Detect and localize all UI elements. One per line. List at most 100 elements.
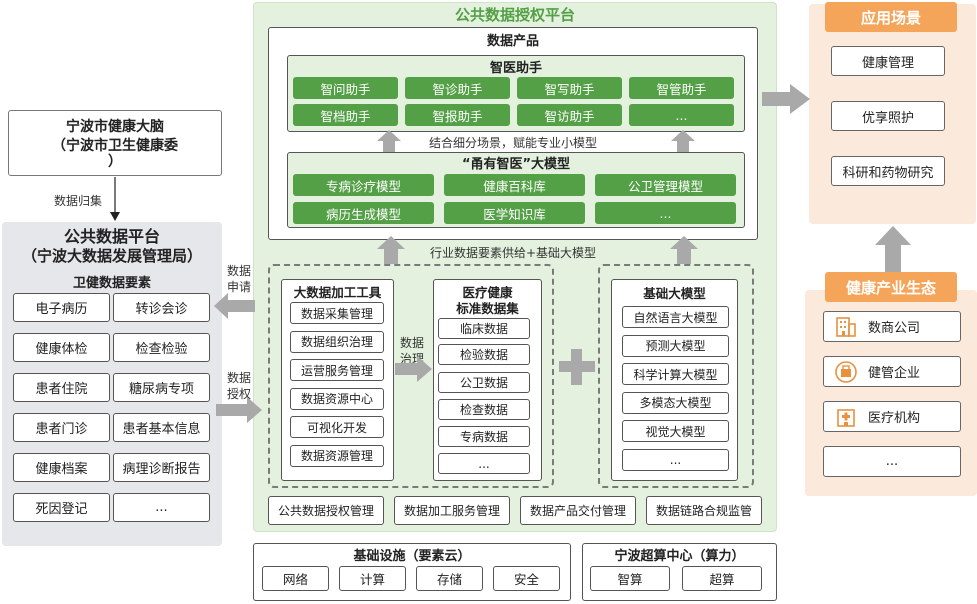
dataset-item: 专病数据 xyxy=(438,426,530,447)
infra-title: 基础设施（要素云） xyxy=(353,549,471,564)
scene-caption: 结合细分场景，赋能专业小模型 xyxy=(428,136,597,150)
eco-item-label: 健管企业 xyxy=(868,366,921,381)
assistant-item: 智管助手 xyxy=(629,77,734,99)
dataset-item: 临床数据 xyxy=(438,318,530,339)
health-brain-title: 宁波市健康大脑 xyxy=(66,119,164,135)
health-element-item: 健康体检 xyxy=(13,333,110,362)
assistant-item: 智档助手 xyxy=(293,104,398,126)
eco-item: 健管企业 xyxy=(823,356,961,387)
scene-title: 应用场景 xyxy=(825,2,957,32)
tools-title: 大数据加工工具 xyxy=(293,285,382,300)
base-model-item: 视觉大模型 xyxy=(622,420,729,442)
scene-item: 优享照护 xyxy=(831,101,945,131)
tool-item: 数据资源管理 xyxy=(290,444,384,467)
data-collect-label: 数据归集 xyxy=(54,194,103,208)
public-data-platform-title: 公共数据平台 xyxy=(63,227,160,246)
base-model-dashed-group xyxy=(598,264,754,488)
model-item: 健康百科库 xyxy=(444,174,585,196)
apply-label-1: 数据 xyxy=(227,264,252,278)
base-model-item: 自然语言大模型 xyxy=(622,306,729,328)
health-badge-icon xyxy=(834,360,858,384)
model-item: 医学知识库 xyxy=(444,202,585,224)
infra-item: 计算 xyxy=(339,566,406,591)
dataset-title-1: 医疗健康 xyxy=(462,285,513,300)
apply-label-2: 申请 xyxy=(227,280,252,294)
eco-item: 数商公司 xyxy=(823,311,961,342)
mgmt-item: 数据产品交付管理 xyxy=(520,496,636,525)
tool-item: 数据组织治理 xyxy=(290,330,384,353)
base-model-item: 科学计算大模型 xyxy=(622,363,729,385)
health-elements-title: 卫健数据要素 xyxy=(72,276,151,291)
model-item: 专病诊疗模型 xyxy=(293,174,434,196)
eco-item-label: 医疗机构 xyxy=(868,411,921,426)
public-data-platform-subtitle: （宁波大数据发展管理局） xyxy=(21,247,202,265)
tool-item: 可视化开发 xyxy=(290,416,384,438)
health-element-item: 电子病历 xyxy=(13,293,110,322)
health-element-item: 患者门诊 xyxy=(13,413,110,442)
infra-item: 存储 xyxy=(416,566,483,591)
scene-item: 科研和药物研究 xyxy=(831,156,945,186)
scene-item: 健康管理 xyxy=(831,46,945,76)
assistant-title: 智医助手 xyxy=(489,61,542,76)
data-product-title: 数据产品 xyxy=(486,34,539,49)
hospital-icon xyxy=(834,405,858,429)
mgmt-item: 数据链路合规监管 xyxy=(646,496,762,525)
base-model-item: 多模态大模型 xyxy=(622,391,729,414)
model-item: 公卫管理模型 xyxy=(595,174,736,196)
eco-item: ... xyxy=(823,446,961,477)
super-item: 智算 xyxy=(590,566,670,591)
building-icon xyxy=(834,315,858,339)
health-brain-subtitle-end: ） xyxy=(108,154,122,170)
dataset-item: 检验数据 xyxy=(438,344,530,365)
assistant-item: 智诊助手 xyxy=(405,77,510,99)
tool-item: 数据采集管理 xyxy=(290,302,384,324)
model-item: ... xyxy=(595,202,736,224)
infra-item: 网络 xyxy=(262,566,329,591)
model-title: “甬有智医”大模型 xyxy=(461,157,571,172)
dataset-item: 公卫数据 xyxy=(438,372,530,393)
health-element-item: 检查检验 xyxy=(113,333,210,362)
health-element-item: 患者基本信息 xyxy=(113,413,210,442)
eco-item-label: ... xyxy=(885,454,899,469)
tool-item: 数据资源中心 xyxy=(290,387,384,410)
assistant-item: 智报助手 xyxy=(405,104,510,126)
eco-up-arrow xyxy=(875,226,911,272)
health-element-item: 健康档案 xyxy=(13,453,110,482)
health-element-item: 糖尿病专项 xyxy=(113,373,210,402)
supply-caption: 行业数据要素供给+基础大模型 xyxy=(429,246,597,260)
assistant-item: 智写助手 xyxy=(517,77,622,99)
eco-item: 医疗机构 xyxy=(823,401,961,432)
mgmt-item: 公共数据授权管理 xyxy=(268,496,384,525)
health-element-item: 病理诊断报告 xyxy=(113,453,210,482)
dataset-title-2: 标准数据集 xyxy=(456,301,519,316)
auth-label-2: 授权 xyxy=(227,387,252,401)
health-element-item: ... xyxy=(113,493,210,522)
auth-label-1: 数据 xyxy=(227,371,252,385)
model-item: 病历生成模型 xyxy=(293,202,434,224)
eco-item-label: 数商公司 xyxy=(868,321,921,336)
infra-item: 安全 xyxy=(493,566,560,591)
govern-label-2: 治理 xyxy=(400,352,425,366)
assistant-item: 智问助手 xyxy=(293,77,398,99)
tools-dashed-group xyxy=(268,264,554,488)
health-brain-box: 宁波市健康大脑 （宁波市卫生健康委 ） xyxy=(8,110,222,176)
base-model-item: 预测大模型 xyxy=(622,334,729,357)
authorization-platform-title: 公共数据授权平台 xyxy=(454,6,575,24)
base-model-item: ... xyxy=(622,448,729,471)
eco-title: 健康产业生态 xyxy=(825,272,957,302)
govern-label-1: 数据 xyxy=(400,336,425,350)
health-brain-subtitle: （宁波市卫生健康委 xyxy=(52,138,178,154)
assistant-item: 智访助手 xyxy=(517,104,622,126)
health-element-item: 死因登记 xyxy=(13,493,110,522)
assistant-item: ... xyxy=(629,104,734,126)
dataset-item: ... xyxy=(438,453,530,474)
super-item: 超算 xyxy=(682,566,762,591)
health-element-item: 转诊会诊 xyxy=(113,293,210,322)
base-model-title: 基础大模型 xyxy=(643,286,706,301)
mgmt-item: 数据加工服务管理 xyxy=(394,496,510,525)
dataset-item: 检查数据 xyxy=(438,399,530,420)
collect-arrow-head xyxy=(110,212,120,221)
health-element-item: 患者住院 xyxy=(13,373,110,402)
super-title: 宁波超算中心（算力） xyxy=(614,549,745,564)
tool-item: 运营服务管理 xyxy=(290,359,384,381)
